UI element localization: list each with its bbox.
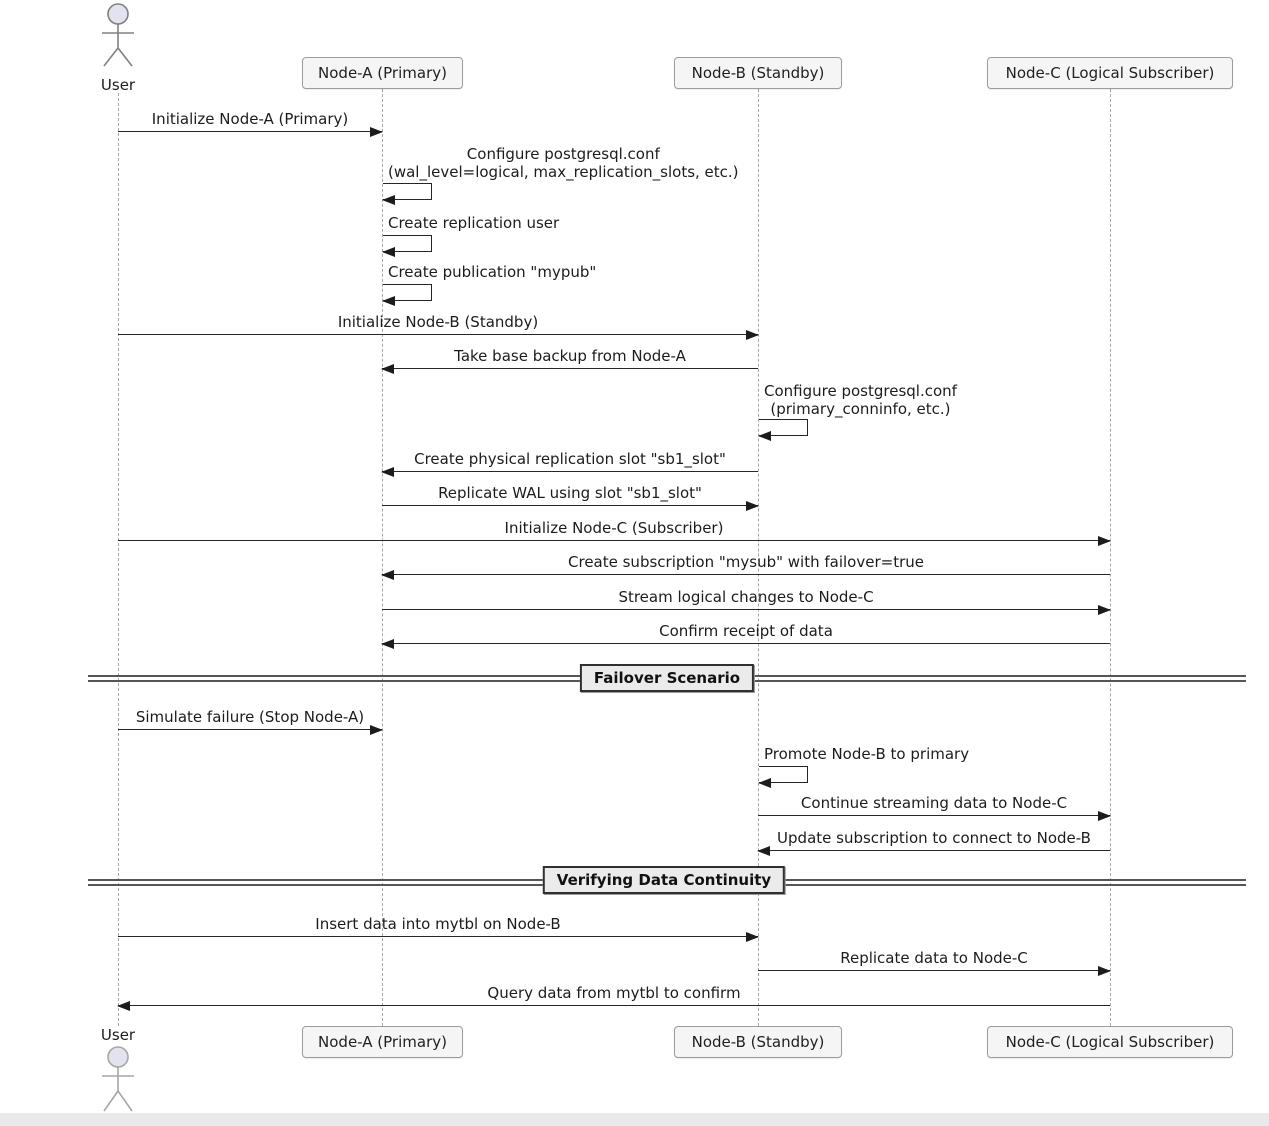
actor-label-bottom: User	[100, 1026, 136, 1044]
lifeline-node-c	[1110, 89, 1111, 1026]
message-label: Initialize Node-B (Standby)	[337, 313, 539, 331]
arrowhead-left-icon	[117, 1000, 130, 1011]
message-arrow	[381, 466, 758, 477]
arrowhead-left-icon	[758, 777, 771, 788]
lifeline-node-a	[382, 89, 383, 1026]
message-arrow	[118, 126, 383, 137]
message-arrow	[118, 535, 1111, 546]
divider-failover-scenario: Failover Scenario	[579, 664, 755, 692]
message-label: Initialize Node-C (Subscriber)	[504, 519, 724, 537]
arrowhead-left-icon	[381, 638, 394, 649]
participant-node-b-bottom: Node-B (Standby)	[674, 1026, 842, 1058]
arrowhead-right-icon	[370, 126, 383, 137]
arrowhead-right-icon	[746, 931, 759, 942]
message-arrow	[757, 845, 1110, 856]
message-arrow	[758, 810, 1111, 821]
user-actor-icon	[102, 3, 134, 67]
arrowhead-left-icon	[382, 246, 395, 257]
message-arrow	[382, 500, 759, 511]
arrowhead-left-icon	[758, 430, 771, 441]
self-message-label: Promote Node-B to primary	[764, 745, 970, 763]
self-message-label: Configure postgresql.conf (primary_conni…	[764, 382, 957, 418]
self-message-loop	[382, 183, 432, 205]
divider-verifying-data-continuity: Verifying Data Continuity	[542, 866, 786, 894]
user-actor-icon	[102, 1046, 134, 1112]
arrowhead-left-icon	[381, 569, 394, 580]
message-label: Continue streaming data to Node-C	[800, 794, 1068, 812]
message-label: Create physical replication slot "sb1_sl…	[414, 450, 726, 468]
message-arrow	[758, 965, 1111, 976]
message-label: Stream logical changes to Node-C	[618, 588, 874, 606]
actor-label-top: User	[100, 76, 136, 94]
arrowhead-left-icon	[757, 845, 770, 856]
arrowhead-right-icon	[1098, 535, 1111, 546]
arrowhead-left-icon	[382, 295, 395, 306]
arrowhead-right-icon	[1098, 604, 1111, 615]
arrowhead-right-icon	[746, 329, 759, 340]
message-arrow	[118, 931, 759, 942]
message-arrow	[382, 604, 1111, 615]
participant-node-b-top: Node-B (Standby)	[674, 57, 842, 89]
message-label: Simulate failure (Stop Node-A)	[135, 708, 365, 726]
message-arrow	[381, 638, 1110, 649]
bottom-gray-strip	[0, 1113, 1269, 1126]
lifeline-node-b	[758, 89, 759, 1026]
self-message-label: Create replication user	[388, 214, 560, 232]
message-arrow	[118, 329, 759, 340]
self-message-label: Create publication "mypub"	[388, 263, 597, 281]
message-label: Confirm receipt of data	[659, 622, 833, 640]
arrowhead-right-icon	[1098, 810, 1111, 821]
arrowhead-left-icon	[381, 466, 394, 477]
message-label: Take base backup from Node-A	[454, 347, 686, 365]
participant-node-c-bottom: Node-C (Logical Subscriber)	[987, 1026, 1233, 1058]
self-message-loop	[382, 284, 432, 306]
message-label: Query data from mytbl to confirm	[487, 984, 741, 1002]
self-message-loop	[758, 419, 808, 441]
self-message-label: Configure postgresql.conf (wal_level=log…	[388, 145, 739, 181]
participant-node-a-top: Node-A (Primary)	[302, 57, 463, 89]
participant-node-a-bottom: Node-A (Primary)	[302, 1026, 463, 1058]
arrowhead-right-icon	[1098, 965, 1111, 976]
message-label: Initialize Node-A (Primary)	[151, 110, 349, 128]
message-label: Replicate data to Node-C	[840, 949, 1028, 967]
message-label: Replicate WAL using slot "sb1_slot"	[438, 484, 702, 502]
self-message-loop	[758, 766, 808, 788]
message-label: Create subscription "mysub" with failove…	[568, 553, 924, 571]
message-arrow	[118, 724, 383, 735]
arrowhead-right-icon	[746, 500, 759, 511]
message-arrow	[381, 569, 1110, 580]
message-arrow	[381, 363, 758, 374]
arrowhead-left-icon	[382, 194, 395, 205]
lifeline-user	[118, 93, 119, 1026]
message-arrow	[117, 1000, 1110, 1011]
arrowhead-left-icon	[381, 363, 394, 374]
message-label: Update subscription to connect to Node-B	[777, 829, 1091, 847]
message-label: Insert data into mytbl on Node-B	[315, 915, 561, 933]
arrowhead-right-icon	[370, 724, 383, 735]
participant-node-c-top: Node-C (Logical Subscriber)	[987, 57, 1233, 89]
self-message-loop	[382, 235, 432, 257]
